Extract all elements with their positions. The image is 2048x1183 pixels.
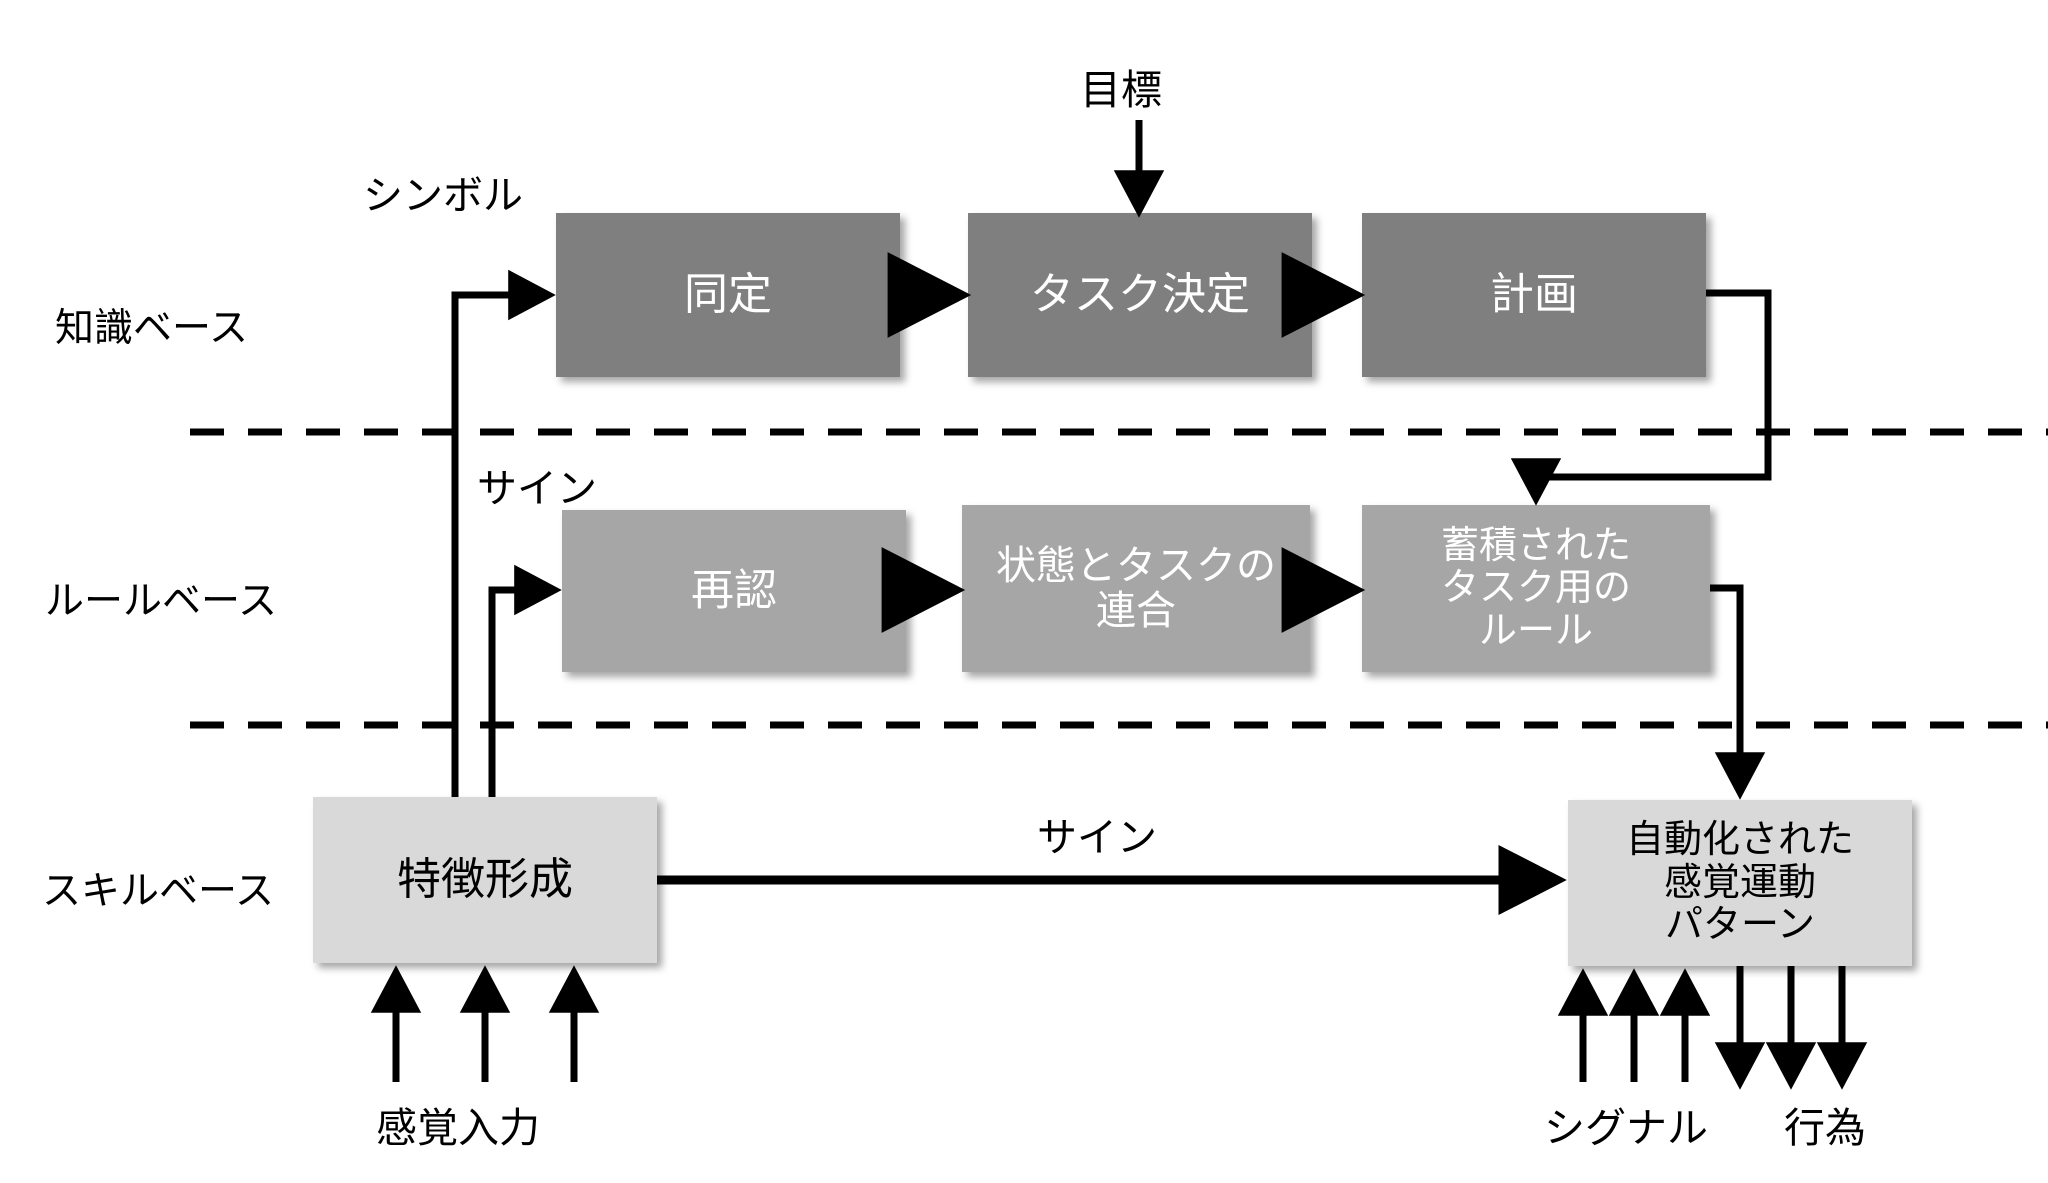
edge-stored-rules-to-automated [1710,584,1766,800]
node-rect-feature [313,797,657,963]
edge-sensory-input-arrows [370,965,600,1082]
node-rect-identify [556,213,900,377]
edge-feature-to-recognize-sign [488,564,562,797]
node-rect-stored-rules [1362,505,1710,672]
edge-signal-arrows [1557,968,1711,1082]
edge-feature-to-identify-symbol [451,269,556,797]
node-rect-recognize [562,510,906,672]
node-rect-automated [1568,800,1912,966]
node-rect-association [962,505,1310,672]
node-rect-task-decide [968,213,1312,377]
node-rect-plan [1362,213,1706,377]
edge-plan-to-stored-rules [1510,289,1772,506]
edge-action-arrows [1714,966,1868,1090]
